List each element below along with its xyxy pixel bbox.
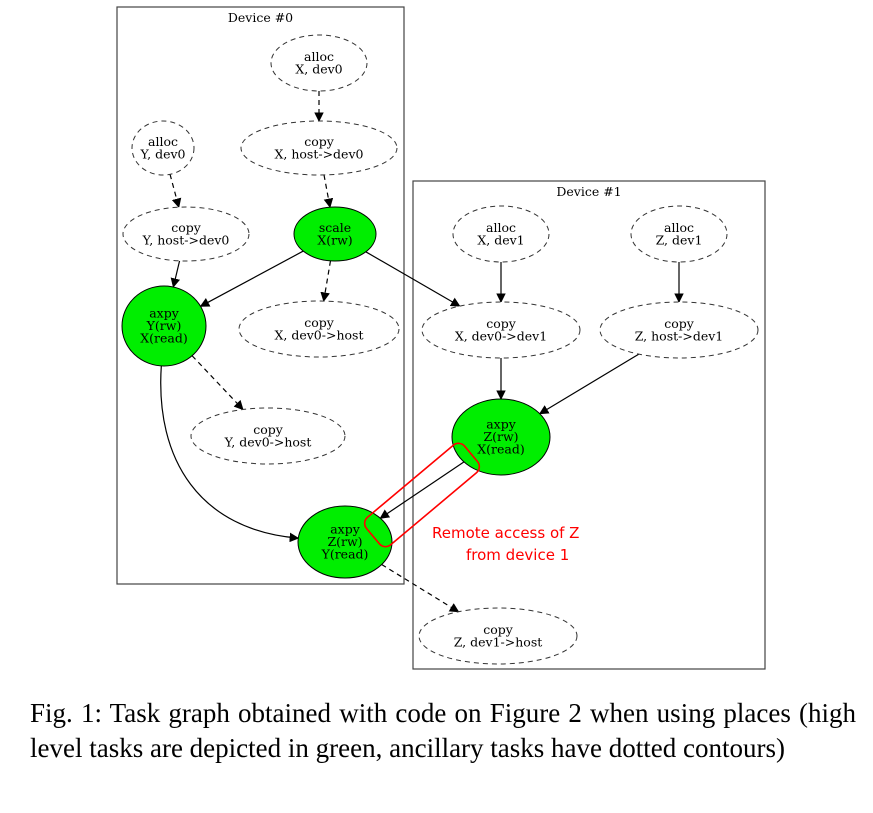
node-label-line: alloc: [148, 134, 178, 149]
node-label-line: copy: [304, 315, 335, 330]
node-shape: [452, 205, 550, 263]
node-shape: [270, 34, 368, 92]
edge-copy_x_host_dev0-to-scale: [323, 174, 334, 209]
node-label-line: Z, dev1->host: [454, 634, 543, 649]
node-label-line: X, dev0->dev1: [455, 328, 547, 343]
node-shape: [238, 300, 400, 358]
edge-alloc_y_dev0-to-copy_y_host_dev0: [169, 174, 182, 209]
node-label-line: X, dev0: [295, 61, 342, 76]
node-shape: [421, 301, 581, 359]
node-shape: [418, 607, 578, 665]
node-label-line: X, dev1: [477, 232, 524, 247]
node-label-line: alloc: [664, 220, 694, 235]
node-shape: [630, 205, 728, 263]
node-label-line: copy: [486, 316, 517, 331]
node-label-line: copy: [171, 220, 202, 235]
node-label-line: axpy: [149, 306, 180, 321]
annotation-text: from device 1: [466, 546, 569, 564]
node-shape: [297, 505, 393, 579]
node-shape: [131, 120, 195, 176]
node-label-line: X(read): [477, 442, 524, 457]
node-label-line: copy: [483, 622, 514, 637]
node-label-line: copy: [304, 134, 335, 149]
node-label-line: Y(rw): [146, 318, 182, 333]
node-label-line: copy: [664, 316, 695, 331]
edge-scale-to-copy_x_dev0_dev1: [365, 251, 461, 307]
cluster-box: [412, 180, 766, 670]
edge-scale-to-axpy_y: [199, 250, 304, 307]
node-label-line: alloc: [486, 220, 516, 235]
node-label-line: X, dev0->host: [275, 327, 364, 342]
node-shape: [240, 120, 398, 176]
node-label-line: scale: [319, 220, 351, 235]
node-label-line: Z(rw): [327, 534, 362, 549]
node-label-line: Z, host->dev1: [635, 328, 724, 343]
edge-copy_y_host_dev0-to-axpy_y: [170, 260, 181, 288]
node-shape: [122, 206, 250, 262]
edge-axpy_y-to-copy_y_dev0_host: [191, 355, 244, 411]
annotation-text: Remote access of Z: [432, 524, 579, 542]
node-label-line: X(rw): [317, 232, 352, 247]
node-label-line: X, host->dev0: [275, 146, 364, 161]
edge-axpy_z1-to-axpy_z0: [379, 461, 465, 519]
edge-axpy_y-to-axpy_z0: [160, 365, 300, 543]
node-label-line: Y, dev0: [139, 146, 185, 161]
cluster-device0: Device #0: [116, 6, 405, 585]
node-label-line: axpy: [486, 417, 517, 432]
node-shape: [451, 398, 551, 476]
node-label-line: Z(rw): [483, 429, 518, 444]
highlight-box: [363, 442, 481, 548]
node-label-line: Y(read): [321, 547, 369, 562]
node-shape: [599, 301, 759, 359]
remote-access-annotation: Remote access of Z from device 1: [363, 442, 579, 564]
node-label-line: X(read): [140, 331, 187, 346]
cluster-label: Device #0: [228, 10, 293, 25]
edge-copy_z_host_dev1-to-axpy_z1: [538, 353, 640, 415]
node-label-line: Y, host->dev0: [142, 232, 230, 247]
edge-scale-to-copy_x_dev0_host: [320, 260, 332, 302]
node-label-line: alloc: [304, 49, 334, 64]
figure-caption: Fig. 1: Task graph obtained with code on…: [30, 698, 856, 763]
node-label-line: copy: [253, 422, 284, 437]
cluster-label: Device #1: [556, 184, 621, 199]
cluster-device1: Device #1: [412, 180, 766, 670]
node-label-line: axpy: [330, 522, 361, 537]
node-shape: [121, 285, 207, 367]
node-label-line: Z, dev1: [656, 232, 703, 247]
cluster-box: [116, 6, 405, 585]
node-shape: [293, 206, 377, 262]
edge-axpy_z0-to-copy_z_dev1_host: [381, 564, 460, 613]
node-label-line: Y, dev0->host: [224, 434, 312, 449]
node-shape: [190, 407, 346, 465]
